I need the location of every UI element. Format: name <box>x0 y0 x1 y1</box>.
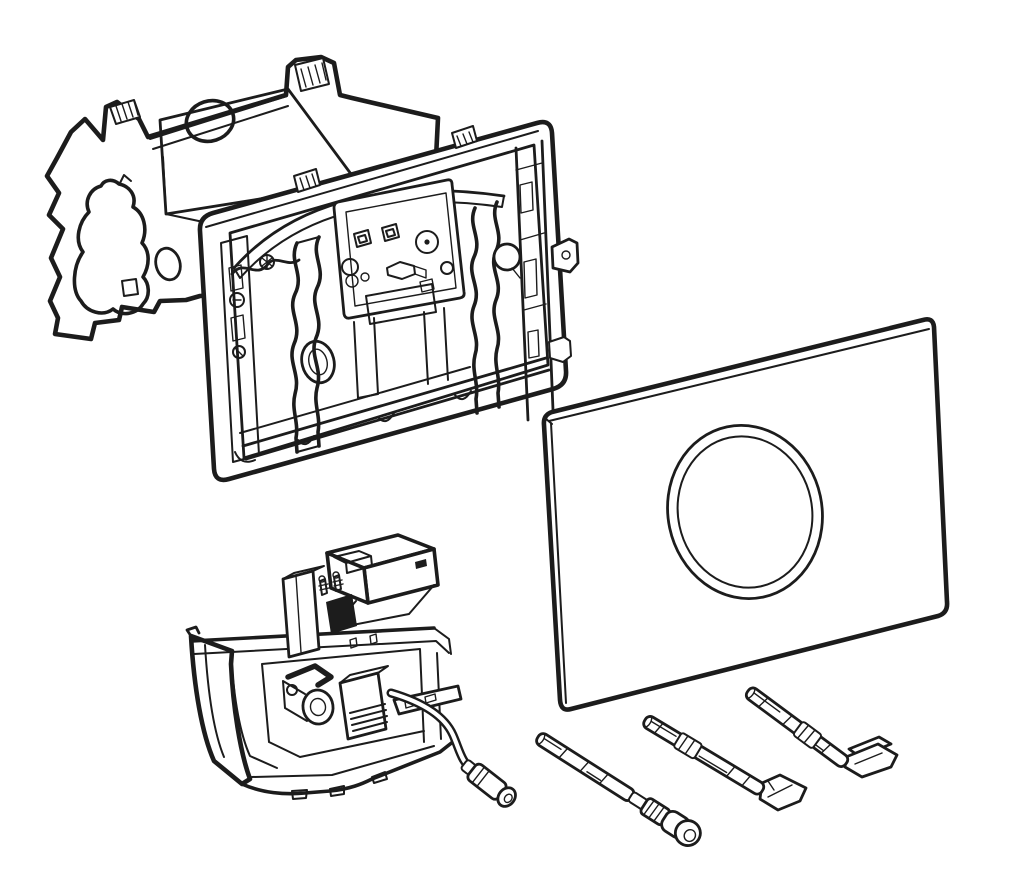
freeform-cutout <box>72 178 151 316</box>
knob-circle <box>492 242 522 272</box>
module-side-wing <box>185 625 278 787</box>
oval-opening <box>300 339 336 385</box>
stud-right <box>381 223 400 242</box>
module-tower <box>281 565 357 659</box>
frame-bottom-band <box>234 356 551 463</box>
push-rod-with-cap <box>535 732 702 847</box>
push-rod-middle <box>642 715 766 796</box>
actuator-plate-outline <box>541 317 950 712</box>
pivot-circle <box>415 230 439 254</box>
small-oval-cutout <box>154 246 182 282</box>
frame-side-clip-lower <box>548 336 572 363</box>
push-rod-right <box>744 686 850 769</box>
frame-wavy-pillar-left <box>290 235 323 454</box>
connection-cable <box>386 688 517 808</box>
frame-right-rail <box>514 139 555 422</box>
frame-side-clip-upper <box>550 237 580 274</box>
servo-motor-module <box>185 533 517 808</box>
clip-hatched-right <box>294 57 330 92</box>
actuator-plate <box>541 317 950 712</box>
flush-ring-button <box>666 424 824 600</box>
central-mechanism <box>332 178 466 325</box>
ribbed-servo-block <box>338 665 389 741</box>
module-lid-box <box>325 533 440 630</box>
push-rod-right-foot <box>843 735 899 779</box>
push-rod-middle-foot <box>758 773 808 812</box>
push-rods <box>535 686 899 847</box>
frame-hatched-tab-right <box>451 125 478 149</box>
stud-left <box>353 229 372 248</box>
spring-wire <box>230 258 301 276</box>
terminal-posts <box>318 571 344 596</box>
oval-cutout <box>184 98 236 144</box>
frame-wavy-pillar-right <box>469 200 522 415</box>
cable-connector <box>460 759 517 808</box>
frame-hatched-tab-left <box>293 168 321 193</box>
frame-inner-ring <box>228 143 550 460</box>
module-piston <box>282 663 335 726</box>
module-base-tray <box>212 739 456 800</box>
clip-hatched-left <box>109 99 141 125</box>
plate-bevel <box>544 328 930 704</box>
mounting-frame <box>197 119 580 483</box>
